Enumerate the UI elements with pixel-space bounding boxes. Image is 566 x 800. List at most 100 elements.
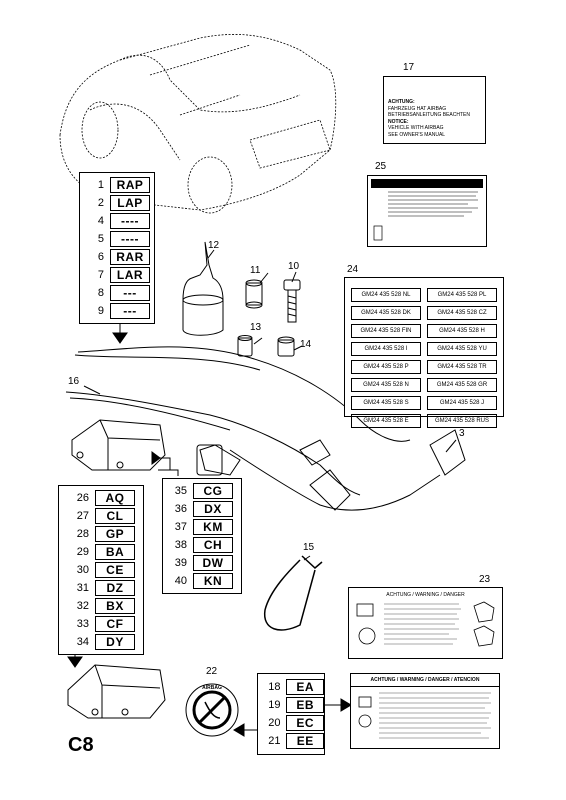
code-number: 33 bbox=[76, 618, 89, 630]
part-number-cell: GM24 435 528 DK bbox=[351, 306, 421, 320]
part-number-cell: GM24 435 528 YU bbox=[427, 342, 497, 356]
code-number: 7 bbox=[97, 269, 104, 281]
code-value: CF bbox=[95, 616, 135, 632]
code-value: RAR bbox=[110, 249, 150, 265]
code-value: CL bbox=[95, 508, 135, 524]
code-number: 4 bbox=[97, 215, 104, 227]
code-value: GP bbox=[95, 526, 135, 542]
label-17-line: SEE OWNER'S MANUAL bbox=[388, 131, 446, 138]
code-number: 37 bbox=[174, 521, 187, 533]
code-row: 6 RAR bbox=[80, 248, 154, 266]
code-value: --- bbox=[110, 285, 150, 301]
code-number: 35 bbox=[174, 485, 187, 497]
code-number: 5 bbox=[97, 233, 104, 245]
callout-11: 11 bbox=[250, 265, 261, 276]
code-number: 31 bbox=[76, 582, 89, 594]
part-number-cell: GM24 435 528 E bbox=[351, 414, 421, 428]
code-value: DW bbox=[193, 555, 233, 571]
code-number: 20 bbox=[268, 717, 281, 729]
label-23: ACHTUNG / WARNING / DANGER bbox=[348, 587, 503, 659]
callout-25: 25 bbox=[375, 161, 387, 172]
code-number: 9 bbox=[97, 305, 104, 317]
callout-17: 17 bbox=[403, 62, 415, 73]
label-21: ACHTUNG / WARNING / DANGER / ATENCION bbox=[350, 673, 500, 749]
code-row: 33 CF bbox=[59, 615, 143, 633]
code-value: RAP bbox=[110, 177, 150, 193]
label-23-header: ACHTUNG / WARNING / DANGER bbox=[386, 592, 465, 598]
callout-15: 15 bbox=[303, 542, 315, 553]
code-value: AQ bbox=[95, 490, 135, 506]
label-17-line: BETRIEBSANLEITUNG BEACHTEN bbox=[388, 112, 470, 118]
code-number: 21 bbox=[268, 735, 281, 747]
label-23-content bbox=[356, 601, 495, 647]
code-value: ---- bbox=[110, 231, 150, 247]
callout-3: 3 bbox=[459, 428, 465, 439]
code-row: 1 RAP bbox=[80, 176, 154, 194]
nut-14 bbox=[277, 336, 295, 357]
part-number-cell: GM24 435 528 NL bbox=[351, 288, 421, 302]
label-17-line: FAHRZEUG HAT AIRBAG bbox=[388, 105, 447, 112]
code-number: 8 bbox=[97, 287, 104, 299]
part-number-cell: GM24 435 528 TR bbox=[427, 360, 497, 374]
code-row: 7 LAR bbox=[80, 266, 154, 284]
code-number: 40 bbox=[174, 575, 187, 587]
code-value: CG bbox=[193, 483, 233, 499]
code-row: 5 ---- bbox=[80, 230, 154, 248]
code-row: 9--- bbox=[80, 302, 154, 320]
code-number: 32 bbox=[76, 600, 89, 612]
code-value: LAR bbox=[110, 267, 150, 283]
callout-22: 22 bbox=[206, 666, 218, 677]
part-number-cell: GM24 435 528 PL bbox=[427, 288, 497, 302]
callout-16: 16 bbox=[68, 376, 80, 387]
part-number-cell: GM24 435 528 CZ bbox=[427, 306, 497, 320]
callout-14: 14 bbox=[300, 339, 312, 350]
harness bbox=[65, 346, 466, 511]
code-value: EB bbox=[286, 697, 324, 713]
code-number: 19 bbox=[268, 699, 281, 711]
label-17-line: ACHTUNG: bbox=[388, 99, 415, 105]
label-25 bbox=[367, 175, 487, 247]
control-module-top bbox=[71, 419, 166, 471]
code-value: BX bbox=[95, 598, 135, 614]
bolt-10 bbox=[283, 279, 301, 323]
code-row: 20 EC bbox=[258, 714, 324, 732]
nut-11 bbox=[245, 279, 263, 309]
part-number-cell: GM24 435 528 RUS bbox=[427, 414, 497, 428]
part-number-cell: GM24 435 528 P bbox=[351, 360, 421, 374]
code-value: DZ bbox=[95, 580, 135, 596]
code-row: 19 EB bbox=[258, 696, 324, 714]
callout-23: 23 bbox=[479, 574, 491, 585]
code-value: CH bbox=[193, 537, 233, 553]
code-value: EA bbox=[286, 679, 324, 695]
bottle-12 bbox=[182, 241, 224, 336]
code-value: CE bbox=[95, 562, 135, 578]
code-row: 8 --- bbox=[80, 284, 154, 302]
code-value: BA bbox=[95, 544, 135, 560]
part-number-grid: GM24 435 528 NL GM24 435 528 PL GM24 435… bbox=[344, 277, 504, 428]
code-value: LAP bbox=[110, 195, 150, 211]
cable-tie-15 bbox=[264, 555, 323, 631]
part-number-cell: GM24 435 528 N bbox=[351, 378, 421, 392]
label-21-header: ACHTUNG / WARNING / DANGER / ATENCION bbox=[351, 674, 499, 687]
callout-12: 12 bbox=[208, 240, 220, 251]
code-value: EC bbox=[286, 715, 324, 731]
code-row: 32 BX bbox=[59, 597, 143, 615]
code-number: 1 bbox=[97, 179, 104, 191]
label-25-content bbox=[371, 179, 483, 241]
code-number: 6 bbox=[97, 251, 104, 263]
part-number-cell: GM24 435 528 FIN bbox=[351, 324, 421, 338]
